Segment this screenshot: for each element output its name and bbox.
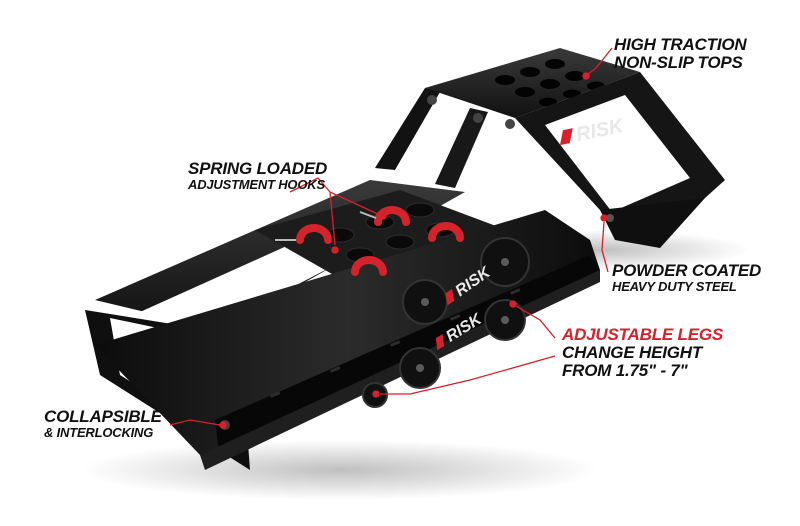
callout-spring-line2: ADJUSTMENT HOOKS [188, 176, 325, 192]
callout-spring-line1: SPRING LOADED [188, 159, 328, 178]
callout-powder-line1: POWDER COATED [612, 261, 762, 280]
callout-collapsible-line1: COLLAPSIBLE [44, 407, 162, 426]
callout-legs-line2: CHANGE HEIGHT [562, 342, 703, 362]
callout-traction-line1: HIGH TRACTION [614, 35, 747, 54]
callout-spring: SPRING LOADED ADJUSTMENT HOOKS [188, 160, 327, 191]
rear-stand [375, 48, 725, 248]
ground-shadow [80, 440, 600, 500]
callout-leaders [169, 47, 613, 429]
front-stand [85, 180, 600, 470]
callout-powder-line2: HEAVY DUTY STEEL [612, 278, 737, 294]
callout-collapsible-line2: & INTERLOCKING [44, 424, 154, 440]
callout-traction: HIGH TRACTION NON-SLIP TOPS [614, 35, 747, 72]
callout-legs-line3: FROM 1.75" - 7" [562, 360, 688, 380]
callout-collapsible: COLLAPSIBLE & INTERLOCKING [44, 408, 162, 439]
callout-legs-line1: ADJUSTABLE LEGS [562, 325, 724, 344]
adjustment-hooks [296, 206, 464, 276]
callout-traction-line2: NON-SLIP TOPS [614, 52, 743, 72]
callout-legs: ADJUSTABLE LEGS CHANGE HEIGHT FROM 1.75"… [562, 326, 723, 380]
callout-powder: POWDER COATED HEAVY DUTY STEEL [612, 262, 761, 293]
